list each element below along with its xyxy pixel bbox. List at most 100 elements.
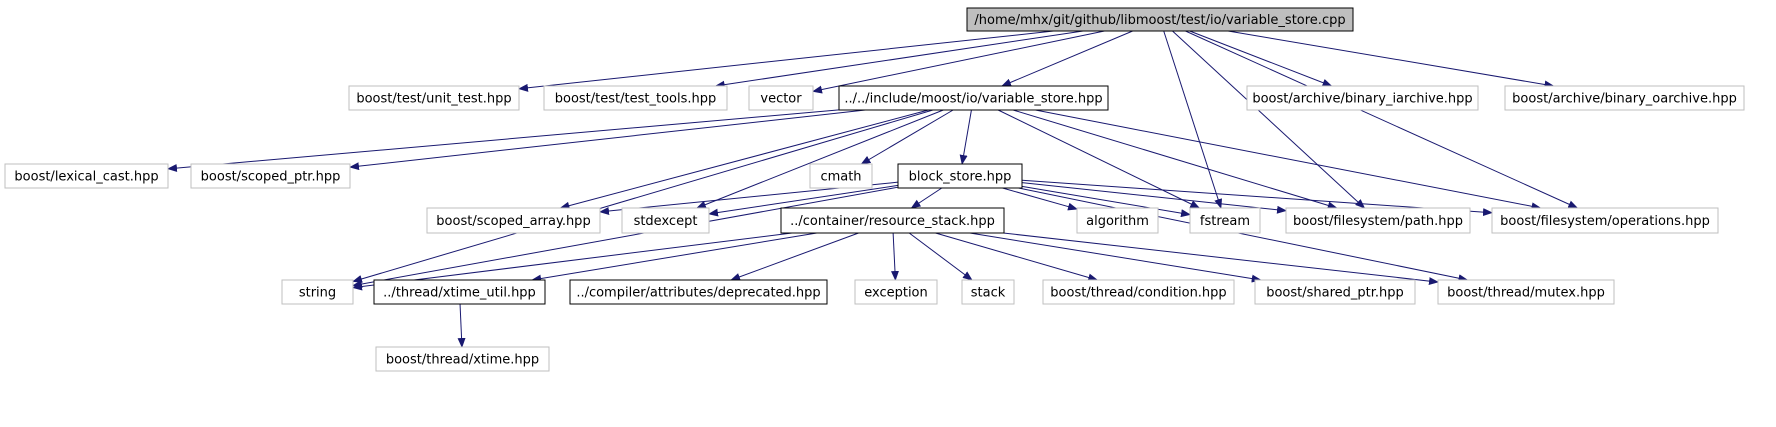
edge-variable_store_hpp-to-cmath (860, 109, 954, 165)
node-deprecated[interactable]: ../compiler/attributes/deprecated.hpp (569, 279, 828, 305)
node-box (190, 163, 351, 189)
edge-block_store-to-fs_operations (1021, 179, 1493, 217)
node-test_tools[interactable]: boost/test/test_tools.hpp (543, 85, 728, 111)
node-stdexcept[interactable]: stdexcept (621, 207, 710, 234)
edge-resource_stack-to-deprecated (730, 232, 859, 281)
edge-root-to-fs_operations (1185, 30, 1579, 209)
node-xtime[interactable]: boost/thread/xtime.hpp (375, 346, 550, 372)
node-label: block_store.hpp (909, 170, 1012, 185)
node-mutex[interactable]: boost/thread/mutex.hpp (1437, 279, 1615, 305)
node-box (426, 207, 601, 234)
node-vector[interactable]: vector (748, 85, 814, 111)
node-resource_stack[interactable]: ../container/resource_stack.hpp (780, 207, 1005, 234)
edge-variable_store_hpp-to-fstream (997, 109, 1201, 209)
node-label: /home/mhx/git/github/libmoost/test/io/va… (974, 13, 1345, 28)
node-binary_oarchive[interactable]: boost/archive/binary_oarchive.hpp (1504, 85, 1745, 111)
edge-variable_store_hpp-to-fs_operations (1035, 109, 1542, 211)
edges-layer (167, 30, 1579, 348)
edge-root-to-variable_store_hpp (1001, 30, 1133, 87)
edge-root-to-binary_oarchive (1227, 30, 1555, 89)
node-unit_test[interactable]: boost/test/unit_test.hpp (348, 85, 520, 111)
node-scoped_array[interactable]: boost/scoped_array.hpp (426, 207, 601, 234)
node-box (1491, 207, 1719, 234)
node-label: boost/lexical_cast.hpp (14, 170, 158, 185)
node-label: boost/archive/binary_oarchive.hpp (1512, 92, 1737, 107)
edge-resource_stack-to-stack (908, 232, 973, 281)
edge-resource_stack-to-mutex (1003, 232, 1439, 286)
node-exception[interactable]: exception (854, 279, 938, 305)
edge-resource_stack-to-condition (935, 232, 1099, 282)
node-label: boost/shared_ptr.hpp (1266, 286, 1404, 301)
edge-root-to-vector (812, 30, 1105, 94)
node-box (780, 207, 1005, 234)
node-label: boost/scoped_array.hpp (436, 214, 590, 229)
edge-resource_stack-to-shared_ptr (969, 232, 1262, 283)
node-box (375, 346, 550, 372)
node-cmath[interactable]: cmath (809, 163, 873, 189)
node-algorithm[interactable]: algorithm (1076, 207, 1159, 234)
node-label: boost/thread/xtime.hpp (386, 353, 539, 368)
edge-root-to-binary_iarchive (1189, 30, 1333, 87)
node-string[interactable]: string (281, 279, 354, 305)
node-box (281, 279, 354, 305)
node-xtime_util[interactable]: ../thread/xtime_util.hpp (373, 279, 546, 305)
edge-variable_store_hpp-to-stdexcept (695, 109, 944, 209)
node-label: ../thread/xtime_util.hpp (383, 286, 536, 301)
edge-root-to-fs_path (1172, 30, 1366, 209)
node-box (1076, 207, 1159, 234)
node-lexical_cast[interactable]: boost/lexical_cast.hpp (4, 163, 169, 189)
node-box (621, 207, 710, 234)
node-label: vector (760, 92, 802, 107)
node-box (1504, 85, 1745, 111)
node-scoped_ptr[interactable]: boost/scoped_ptr.hpp (190, 163, 351, 189)
node-stack[interactable]: stack (961, 279, 1015, 305)
node-label: boost/filesystem/path.hpp (1293, 214, 1463, 229)
edge-root-to-unit_test (518, 30, 1054, 92)
node-fs_path[interactable]: boost/filesystem/path.hpp (1285, 207, 1471, 234)
node-label: boost/archive/binary_iarchive.hpp (1252, 92, 1472, 107)
node-label: cmath (820, 170, 861, 185)
node-block_store[interactable]: block_store.hpp (897, 163, 1023, 189)
node-box (961, 279, 1015, 305)
edge-block_store-to-fs_path (1021, 182, 1287, 214)
node-label: exception (864, 286, 928, 301)
edge-variable_store_hpp-to-block_store (959, 109, 972, 165)
node-label: boost/filesystem/operations.hpp (1500, 214, 1710, 229)
node-box (373, 279, 546, 305)
node-box (348, 85, 520, 111)
node-condition[interactable]: boost/thread/condition.hpp (1042, 279, 1235, 305)
node-fs_operations[interactable]: boost/filesystem/operations.hpp (1491, 207, 1719, 234)
edge-xtime_util-to-xtime (457, 303, 466, 348)
edge-resource_stack-to-string (352, 232, 793, 291)
node-fstream[interactable]: fstream (1189, 207, 1261, 234)
edge-block_store-to-mutex (1018, 187, 1469, 283)
edge-variable_store_hpp-to-scoped_ptr (349, 109, 866, 171)
edge-variable_store_hpp-to-string (352, 109, 934, 283)
node-binary_iarchive[interactable]: boost/archive/binary_iarchive.hpp (1246, 85, 1479, 111)
node-label: fstream (1200, 214, 1250, 229)
node-box (854, 279, 938, 305)
node-box (1246, 85, 1479, 111)
node-label: boost/thread/condition.hpp (1050, 286, 1226, 301)
node-box (1042, 279, 1235, 305)
node-box (569, 279, 828, 305)
edge-block_store-to-algorithm (1002, 187, 1078, 211)
edge-resource_stack-to-exception (890, 232, 899, 281)
node-shared_ptr[interactable]: boost/shared_ptr.hpp (1254, 279, 1416, 305)
edge-root-to-test_tools (714, 30, 1084, 89)
node-box (809, 163, 873, 189)
node-variable_store_hpp[interactable]: ../../include/moost/io/variable_store.hp… (838, 85, 1109, 111)
node-label: boost/test/unit_test.hpp (356, 92, 511, 107)
node-label: boost/thread/mutex.hpp (1447, 286, 1605, 301)
edge-block_store-to-stdexcept (708, 184, 899, 217)
node-box (1254, 279, 1416, 305)
edge-resource_stack-to-xtime_util (531, 232, 817, 283)
node-box (1285, 207, 1471, 234)
edge-variable_store_hpp-to-fs_path (1012, 109, 1338, 210)
node-label: string (299, 286, 336, 301)
edge-block_store-to-string (352, 186, 899, 288)
node-root[interactable]: /home/mhx/git/github/libmoost/test/io/va… (966, 7, 1354, 32)
node-label: stack (971, 286, 1006, 301)
node-box (1437, 279, 1615, 305)
